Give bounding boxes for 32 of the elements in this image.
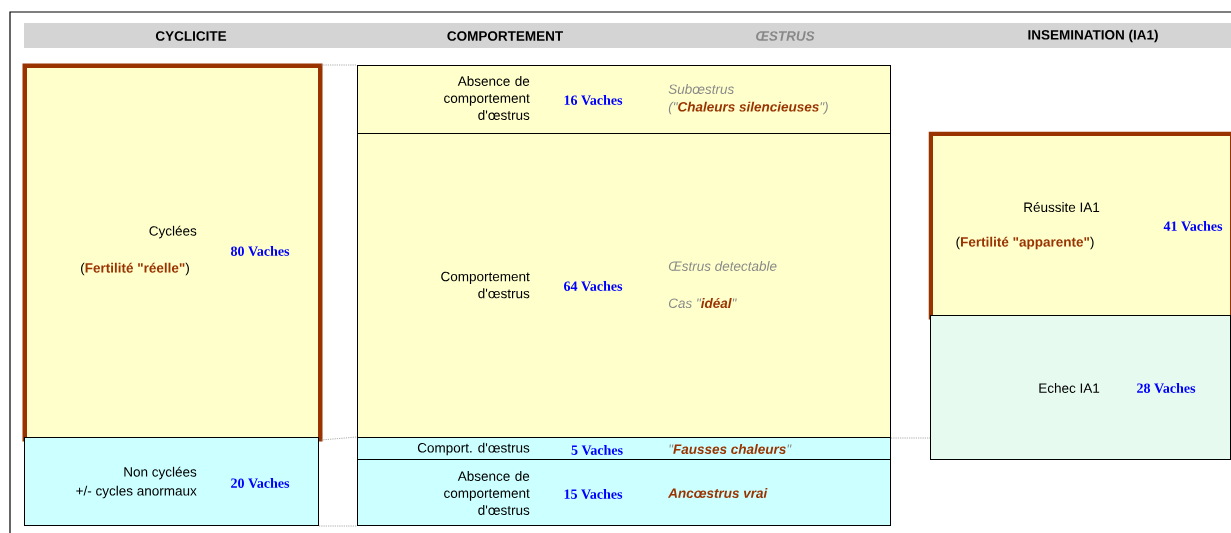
column-heading: ŒSTRUS xyxy=(756,31,815,41)
count-text: 64 Vaches xyxy=(564,281,623,291)
count-text: 5 Vaches xyxy=(571,445,623,455)
row-label: Absence de comportement d'œstrus xyxy=(444,471,530,515)
row-label: Absence de comportement d'œstrus xyxy=(444,76,530,120)
dotted-line xyxy=(320,436,358,441)
row-label: (Fertilité "réelle") xyxy=(81,262,189,276)
row-label: +/- cycles anormaux xyxy=(76,485,197,499)
note-text: "Fausses chaleurs" xyxy=(669,444,792,454)
note-text: Ancœstrus vrai xyxy=(667,488,768,498)
column-heading: INSEMINATION (IA1) xyxy=(1028,29,1158,43)
dotted-line xyxy=(318,525,358,527)
row-label: Cyclées xyxy=(149,225,197,239)
row-label: Comport. d'œstrus xyxy=(417,442,530,456)
row-label: Echec IA1 xyxy=(1039,383,1100,393)
row-label: (Fertilité "apparente") xyxy=(956,236,1094,250)
column-heading: COMPORTEMENT xyxy=(447,31,563,41)
count-text: 28 Vaches xyxy=(1137,383,1196,393)
count-text: 15 Vaches xyxy=(564,489,623,499)
count-text: 20 Vaches xyxy=(231,478,290,488)
column-heading: CYCLICITE xyxy=(155,31,227,41)
note-text: ("Chaleurs silencieuses") xyxy=(668,101,828,115)
note-text: Cas "idéal" xyxy=(668,298,737,309)
row-label: Réussite IA1 xyxy=(1024,201,1100,213)
count-text: 41 Vaches xyxy=(1163,221,1223,231)
count-text: 16 Vaches xyxy=(564,95,623,105)
count-text: 80 Vaches xyxy=(231,246,290,256)
row-label: Comportement d'œstrus xyxy=(441,271,530,299)
dotted-line xyxy=(320,64,358,66)
note-text: Œstrus detectable xyxy=(668,261,777,271)
note-text: Subœstrus xyxy=(668,84,734,94)
row-label: Non cyclées xyxy=(124,466,197,480)
